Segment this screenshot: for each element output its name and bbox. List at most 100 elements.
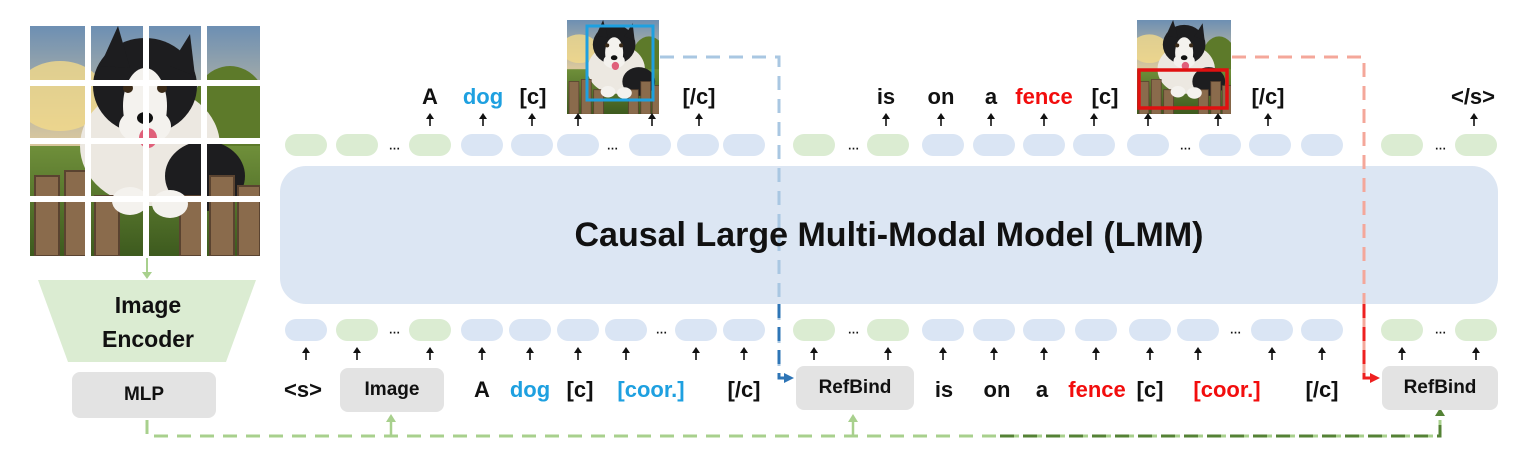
in-token-is: is <box>934 377 954 402</box>
output-embedding-token-1 <box>336 134 378 156</box>
ellipsis-bot-5: ... <box>1434 318 1446 338</box>
lmm-block <box>280 166 1498 304</box>
up-arrow-output-7 <box>937 113 945 126</box>
output-embedding-token-19 <box>1381 134 1423 156</box>
up-arrow-input-7 <box>692 347 700 360</box>
output-embedding-token-14 <box>1073 134 1115 156</box>
output-embedding-token-20 <box>1455 134 1497 156</box>
ellipsis-bot-4: ... <box>1229 318 1241 338</box>
output-embedding-token-17 <box>1249 134 1291 156</box>
out-token-c-close-1: [/c] <box>682 84 716 109</box>
up-arrow-output-8 <box>987 113 995 126</box>
in-token-coor-2: [coor.] <box>1193 377 1261 402</box>
image-token-box <box>340 368 444 412</box>
up-arrow-input-16 <box>1194 347 1202 360</box>
up-arrow-output-3 <box>574 113 582 126</box>
out-token-eos: </s> <box>1450 84 1496 109</box>
in-token-c-close-1: [/c] <box>727 377 761 402</box>
output-embedding-token-16 <box>1199 134 1241 156</box>
up-arrow-output-0 <box>426 113 434 126</box>
up-arrow-input-5 <box>574 347 582 360</box>
in-token-c-open-2: [c] <box>1136 377 1164 402</box>
in-token-a2: a <box>1035 377 1049 402</box>
up-arrow-output-9 <box>1040 113 1048 126</box>
in-token-coor-1: [coor.] <box>617 377 685 402</box>
green-feed-line-dark <box>1000 412 1442 438</box>
up-arrow-output-14 <box>1470 113 1478 126</box>
up-arrow-input-10 <box>884 347 892 360</box>
up-arrow-input-14 <box>1092 347 1100 360</box>
output-embedding-token-10 <box>867 134 909 156</box>
up-arrow-output-13 <box>1264 113 1272 126</box>
input-embedding-token-17 <box>1251 319 1293 341</box>
out-token-c-open-2: [c] <box>1091 84 1119 109</box>
up-arrow-input-3 <box>478 347 486 360</box>
image-encoder-block <box>38 280 256 362</box>
fence-bbox-red <box>1137 68 1229 110</box>
output-embedding-token-4 <box>511 134 553 156</box>
up-arrow-input-12 <box>990 347 998 360</box>
up-arrow-input-2 <box>426 347 434 360</box>
in-token-dog: dog <box>509 377 551 402</box>
up-arrow-output-6 <box>882 113 890 126</box>
up-arrow-output-12 <box>1214 113 1222 126</box>
output-embedding-token-8 <box>723 134 765 156</box>
red-dashed-connector <box>1232 55 1366 378</box>
input-embedding-token-9 <box>793 319 835 341</box>
ellipsis-top-4: ... <box>1179 134 1191 154</box>
blue-connector-tail <box>777 304 786 380</box>
out-token-a2: a <box>984 84 998 109</box>
in-token-refbind-1: RefBind <box>818 377 892 398</box>
up-arrow-output-2 <box>528 113 536 126</box>
input-embedding-token-14 <box>1075 319 1117 341</box>
output-embedding-token-9 <box>793 134 835 156</box>
input-embedding-token-0 <box>285 319 327 341</box>
out-token-is: is <box>876 84 896 109</box>
lmm-title: Causal Large Multi-Modal Model (LMM) <box>574 215 1204 254</box>
input-embedding-token-5 <box>557 319 599 341</box>
mlp-label: MLP <box>123 384 165 405</box>
input-embedding-token-3 <box>461 319 503 341</box>
up-arrow-input-19 <box>1398 347 1406 360</box>
ellipsis-top-5: ... <box>1434 134 1446 154</box>
output-embedding-token-6 <box>629 134 671 156</box>
up-arrow-input-9 <box>810 347 818 360</box>
input-embedding-token-18 <box>1301 319 1343 341</box>
out-token-c-close-2: [/c] <box>1251 84 1285 109</box>
output-embedding-token-5 <box>557 134 599 156</box>
in-token-bos: <s> <box>284 377 322 402</box>
dog-crop-thumbnail-2 <box>1137 20 1231 114</box>
in-token-image: Image <box>364 379 420 400</box>
ellipsis-bot-1: ... <box>388 318 400 338</box>
encoder-label-line1: Image <box>114 292 182 318</box>
patch-grid-lines <box>30 26 260 256</box>
out-token-c-open-1: [c] <box>519 84 547 109</box>
output-embedding-token-13 <box>1023 134 1065 156</box>
up-arrow-output-10 <box>1090 113 1098 126</box>
input-embedding-token-8 <box>723 319 765 341</box>
in-token-on: on <box>983 377 1011 402</box>
ellipsis-bot-3: ... <box>847 318 859 338</box>
input-embedding-token-1 <box>336 319 378 341</box>
output-embedding-token-18 <box>1301 134 1343 156</box>
up-arrow-output-5 <box>695 113 703 126</box>
encoder-label-line2: Encoder <box>101 326 195 352</box>
red-connector-tail <box>1362 304 1372 380</box>
in-token-fence: fence <box>1068 377 1126 402</box>
out-token-dog: dog <box>462 84 504 109</box>
in-token-c-close-2: [/c] <box>1305 377 1339 402</box>
in-token-refbind-2: RefBind <box>1403 377 1477 398</box>
input-embedding-token-6 <box>605 319 647 341</box>
ellipsis-bot-2: ... <box>655 318 667 338</box>
input-embedding-token-20 <box>1455 319 1497 341</box>
output-embedding-token-7 <box>677 134 719 156</box>
out-token-a: A <box>422 84 438 109</box>
up-arrow-input-6 <box>622 347 630 360</box>
up-arrow-input-20 <box>1472 347 1480 360</box>
in-token-a: A <box>474 377 490 402</box>
input-embedding-token-13 <box>1023 319 1065 341</box>
refbind-box-2 <box>1382 366 1498 410</box>
input-embedding-token-12 <box>973 319 1015 341</box>
mlp-block <box>72 372 216 418</box>
